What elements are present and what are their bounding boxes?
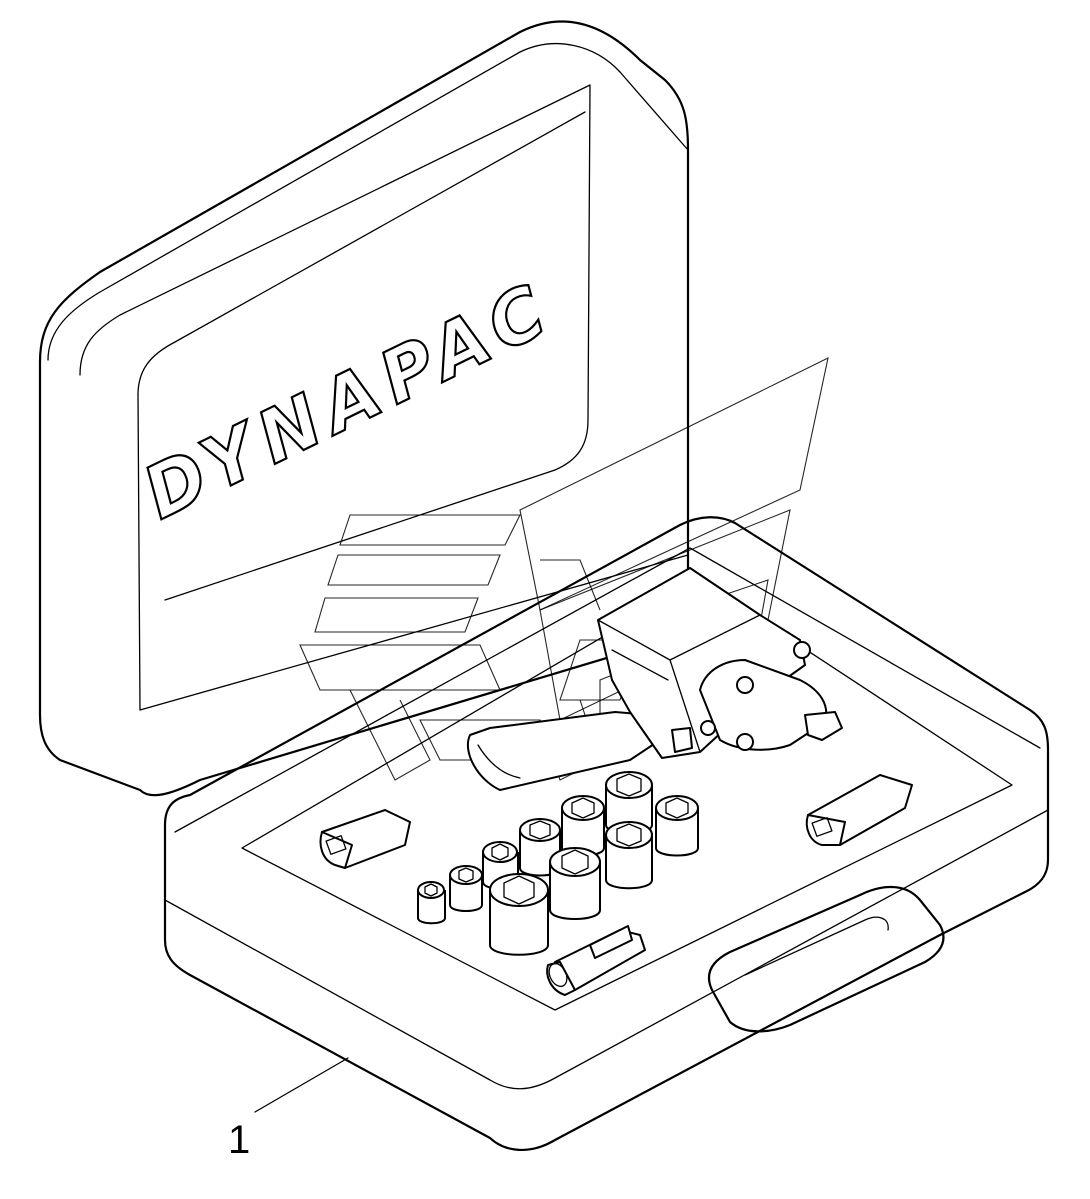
extension-left xyxy=(319,809,411,869)
socket-8 xyxy=(417,881,446,925)
socket-14 xyxy=(561,795,605,857)
socket-10 xyxy=(449,865,483,912)
impact-wrench xyxy=(467,567,843,791)
callout-label: 1 xyxy=(228,1118,250,1162)
socket-17 xyxy=(605,771,653,835)
case-handle xyxy=(707,885,945,1033)
dynapac-logo: DYNAPAC xyxy=(130,264,569,537)
socket-set xyxy=(417,771,699,956)
logo-text: DYNAPAC xyxy=(131,265,568,535)
socket-24 xyxy=(489,873,549,956)
callout-1: 1 xyxy=(228,1057,349,1162)
socket-19 xyxy=(655,795,699,857)
case-base xyxy=(163,516,1050,1152)
socket-21 xyxy=(605,821,653,890)
extension-right xyxy=(805,774,913,846)
callout-leader-line xyxy=(254,1057,349,1113)
air-coupling xyxy=(546,925,646,996)
socket-22 xyxy=(549,847,601,920)
